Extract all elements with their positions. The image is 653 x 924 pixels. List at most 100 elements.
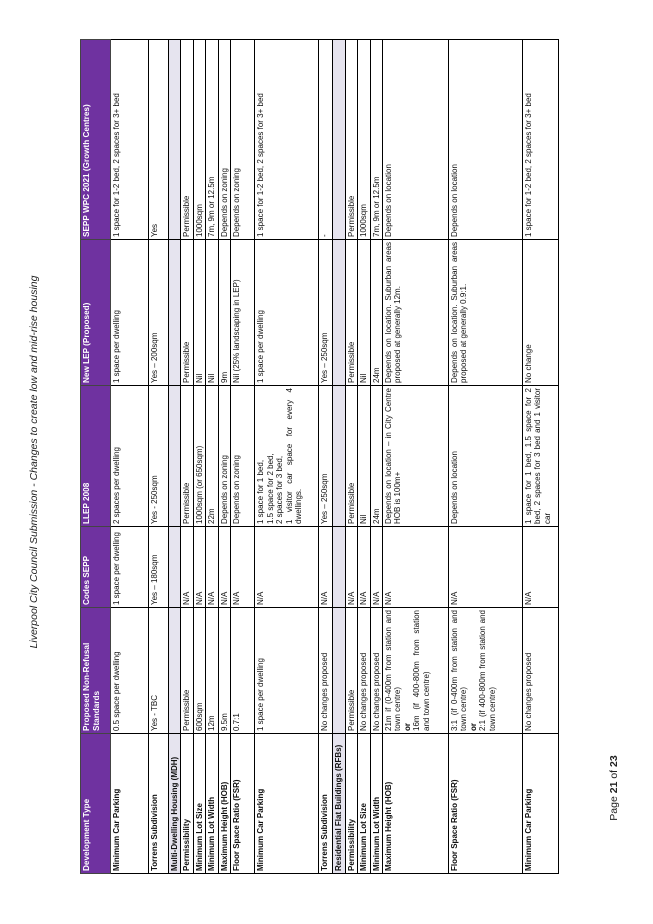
cell-proposed: 1 space per dwelling — [254, 607, 319, 734]
table-header-row: Development Type Proposed Non-Refusal St… — [80, 39, 111, 874]
table-row: Minimum Lot Size 600sqm N/A 1000sqm (or … — [193, 39, 206, 874]
page-total: 23 — [608, 755, 620, 767]
row-label: Torrens Subdivision — [148, 733, 169, 874]
table-row: Permissibility Permissible N/A Permissib… — [345, 39, 358, 874]
header-llep-2008: LLEP 2008 — [80, 385, 111, 527]
page-of: of — [608, 766, 620, 782]
cell-new-lep: Nil (25% landscaping in LEP) — [230, 239, 255, 386]
cell-sepp: Yes — [148, 39, 169, 240]
height-option-a: 21m if (0-400m from station and town cen… — [383, 610, 403, 731]
cell-new-lep: Yes – 200sqm — [148, 239, 169, 386]
row-label: Minimum Lot Width — [370, 733, 383, 874]
cell-proposed: No changes proposed — [318, 607, 333, 734]
cell-llep: Yes - 250sqm — [148, 385, 169, 527]
cell-proposed: No changes proposed — [370, 607, 383, 734]
llep-parking-line: 2 spaces for 3 bed, — [275, 455, 285, 524]
cell-new-lep: Depends on location. Suburban areas prop… — [382, 239, 449, 386]
row-label: Maximum Height (HOB) — [382, 733, 449, 874]
cell-llep: Yes – 250sqm — [318, 385, 333, 527]
cell-llep: 2 spaces per dwelling — [110, 385, 149, 527]
section-row-rfb: Residential Flat Buildings (RFBs) — [332, 39, 346, 874]
cell-proposed: 21m if (0-400m from station and town cen… — [382, 607, 449, 734]
table-row: Floor Space Ratio (FSR) 3:1 (if 0-400m f… — [448, 39, 523, 874]
table-row: Minimum Lot Size No changes proposed N/A… — [357, 39, 370, 874]
cell-sepp: 1 space for 1-2 bed, 2 spaces for 3+ bed — [254, 39, 319, 240]
cell-proposed: 600sqm — [193, 607, 206, 734]
row-label: Floor Space Ratio (FSR) — [448, 733, 523, 874]
cell-llep: Depends on zoning — [218, 385, 231, 527]
table-row: Minimum Car Parking 1 space per dwelling… — [254, 39, 319, 874]
fsr-option-a: 3:1 (if 0-400m from station and town cen… — [449, 610, 469, 731]
row-label: Floor Space Ratio (FSR) — [230, 733, 255, 874]
cell-llep: Depends on location — [448, 385, 523, 527]
row-label: Minimum Lot Size — [193, 733, 206, 874]
cell-codes: N/A — [193, 526, 206, 608]
table-row: Maximum Height (HOB) 21m if (0-400m from… — [382, 39, 449, 874]
cell-sepp: 7m, 9m or 12.5m — [370, 39, 383, 240]
cell-codes: N/A — [205, 526, 219, 608]
cell-codes: N/A — [230, 526, 255, 608]
cell-codes: N/A — [448, 526, 523, 608]
section-row-mdh: Multi-Dwelling Housing (MDH) — [168, 39, 181, 874]
cell-llep: 22m — [205, 385, 219, 527]
running-header: Liverpool City Council Submission - Chan… — [28, 275, 40, 649]
cell-llep: 24m — [370, 385, 383, 527]
page-number: Page 21 of 23 — [608, 755, 620, 820]
row-label: Minimum Lot Width — [205, 733, 219, 874]
cell-codes: N/A — [522, 526, 559, 608]
standards-table: Development Type Proposed Non-Refusal St… — [80, 39, 559, 874]
table-row: Floor Space Ratio (FSR) 0.7:1 N/A Depend… — [230, 39, 255, 874]
cell-sepp: 1 space for 1-2 bed, 2 spaces for 3+ bed — [522, 39, 559, 240]
cell-proposed: 0.7:1 — [230, 607, 255, 734]
table-row: Minimum Car Parking 0.5 space per dwelli… — [110, 39, 149, 874]
cell-llep: 1000sqm (or 650sqm) — [193, 385, 206, 527]
cell-codes: Yes – 180sqm — [148, 526, 169, 608]
table-row: Minimum Lot Width 12m N/A 22m Nil 7m, 9m… — [205, 39, 219, 874]
cell-llep: Permissible — [180, 385, 194, 527]
cell-new-lep: Yes – 250sqm — [318, 239, 333, 386]
cell-llep: Permissible — [345, 385, 358, 527]
section-title: Residential Flat Buildings (RFBs) — [332, 733, 346, 874]
row-label: Torrens Subdivision — [318, 733, 333, 874]
cell-new-lep: Nil — [205, 239, 219, 386]
or-separator: or — [402, 723, 412, 731]
cell-codes: N/A — [254, 526, 319, 608]
or-separator: or — [468, 723, 478, 731]
cell-codes: N/A — [318, 526, 333, 608]
cell-proposed: Permissible — [180, 607, 194, 734]
cell-new-lep: Permissible — [345, 239, 358, 386]
table-rotated: Development Type Proposed Non-Refusal St… — [80, 39, 559, 874]
cell-proposed: Permissible — [345, 607, 358, 734]
table-row: Permissibility Permissible N/A Permissib… — [180, 39, 194, 874]
cell-sepp: Depends on location — [448, 39, 523, 240]
table-row: Minimum Lot Width No changes proposed N/… — [370, 39, 383, 874]
cell-llep: 1 space for 1 bed, 1.5 space for 2 bed, … — [522, 385, 559, 527]
cell-llep: Depends on location – in City Centre HOB… — [382, 385, 449, 527]
cell-sepp: 1 space for 1-2 bed, 2 spaces for 3+ bed — [110, 39, 149, 240]
cell-proposed: 12m — [205, 607, 219, 734]
cell-sepp: 1000sqm — [357, 39, 370, 240]
cell-new-lep: 1 space per dwelling — [254, 239, 319, 386]
cell-sepp: Depends on location — [382, 39, 449, 240]
row-label: Permissibility — [180, 733, 194, 874]
header-sepp-wpc: SEPP WPC 2021 (Growth Centres) — [80, 39, 111, 240]
cell-new-lep: No change — [522, 239, 559, 386]
cell-sepp: Permissible — [180, 39, 194, 240]
header-proposed: Proposed Non-Refusal Standards — [80, 607, 111, 734]
page-current: 21 — [608, 781, 620, 794]
cell-codes: 1 space per dwelling — [110, 526, 149, 608]
row-label: Minimum Car Parking — [254, 733, 319, 874]
cell-sepp: Permissible — [345, 39, 358, 240]
llep-parking-line: 1 visitor car space for every 4 dwelling… — [284, 388, 303, 524]
cell-sepp: Depends on zoning — [218, 39, 231, 240]
llep-parking-line: 1.5 space for 2 bed, — [265, 453, 275, 524]
cell-llep: Nil — [357, 385, 370, 527]
cell-proposed: No changes proposed — [522, 607, 559, 734]
cell-llep: 1 space for 1 bed, 1.5 space for 2 bed, … — [254, 385, 319, 527]
cell-codes: N/A — [180, 526, 194, 608]
cell-codes: N/A — [345, 526, 358, 608]
cell-proposed: No changes proposed — [357, 607, 370, 734]
cell-new-lep: Nil — [193, 239, 206, 386]
header-new-lep: New LEP (Proposed) — [80, 239, 111, 386]
cell-new-lep: Permissible — [180, 239, 194, 386]
